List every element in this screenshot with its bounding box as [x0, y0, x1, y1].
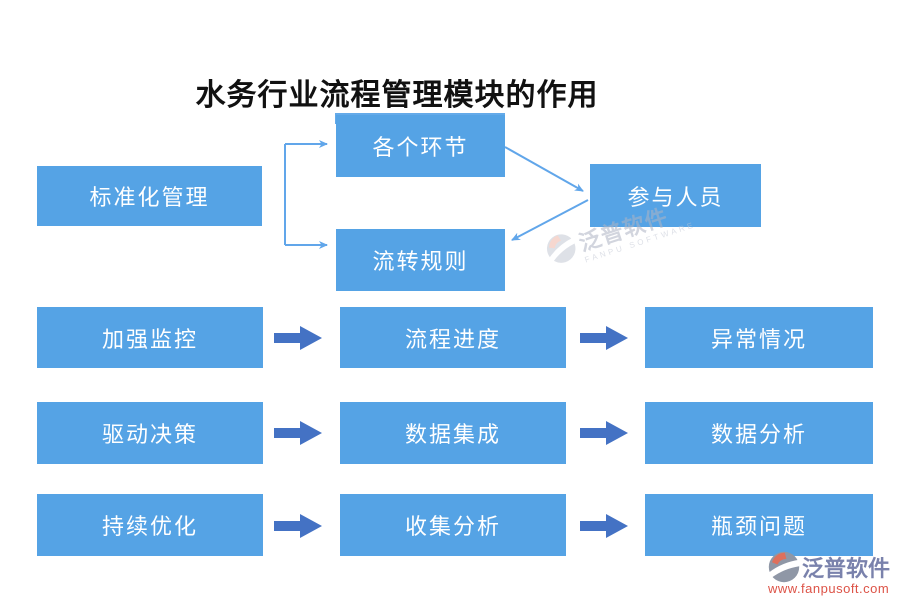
block-arrow-icon [580, 514, 628, 538]
node-each-link: 各个环节 [336, 115, 505, 177]
arrow-branch0-to-target [504, 146, 584, 192]
block-arrow-icon [274, 514, 322, 538]
watermark-brand: 泛普软件 [802, 556, 891, 581]
node-abnormal-situation: 异常情况 [645, 307, 873, 368]
node-label: 异常情况 [710, 326, 807, 352]
node-data-integration: 数据集成 [340, 402, 566, 464]
watermark-url: www.fanpusoft.com [768, 581, 890, 596]
node-label: 标准化管理 [89, 185, 210, 210]
node-standardized-management: 标准化管理 [37, 166, 262, 226]
block-arrow-icon [580, 326, 628, 350]
node-label: 数据分析 [710, 422, 807, 447]
node-collect-analyze: 收集分析 [340, 494, 566, 556]
node-bottleneck-problem: 瓶颈问题 [645, 494, 873, 556]
node-label: 流程进度 [404, 326, 501, 352]
fanpu-logo-icon [768, 551, 800, 583]
corner-watermark: 泛普软件 www.fanpusoft.com [768, 551, 898, 596]
node-label: 加强监控 [101, 326, 198, 352]
node-strengthen-monitoring: 加强监控 [37, 307, 263, 368]
block-arrow-icon [580, 421, 628, 445]
node-label: 参与人员 [627, 184, 724, 210]
node-label: 各个环节 [372, 135, 469, 160]
node-label: 持续优化 [101, 514, 198, 539]
node-flow-rules: 流转规则 [336, 229, 505, 291]
block-arrow-icon [274, 421, 322, 445]
node-label: 瓶颈问题 [710, 514, 807, 539]
node-label: 流转规则 [372, 249, 469, 274]
node-label: 数据集成 [404, 422, 501, 447]
fanpu-logo-icon [546, 234, 576, 263]
node-data-analysis: 数据分析 [645, 402, 873, 464]
arrow-target-to-branch1 [511, 199, 589, 241]
node-participants: 参与人员 [590, 164, 761, 227]
node-process-progress: 流程进度 [340, 307, 566, 368]
node-continuous-optimization: 持续优化 [37, 494, 263, 556]
page-title: 水务行业流程管理模块的作用 [195, 79, 599, 112]
node-drive-decision: 驱动决策 [37, 402, 263, 464]
block-arrow-icon [274, 326, 322, 350]
node-label: 驱动决策 [101, 422, 198, 447]
node-label: 收集分析 [404, 514, 501, 539]
